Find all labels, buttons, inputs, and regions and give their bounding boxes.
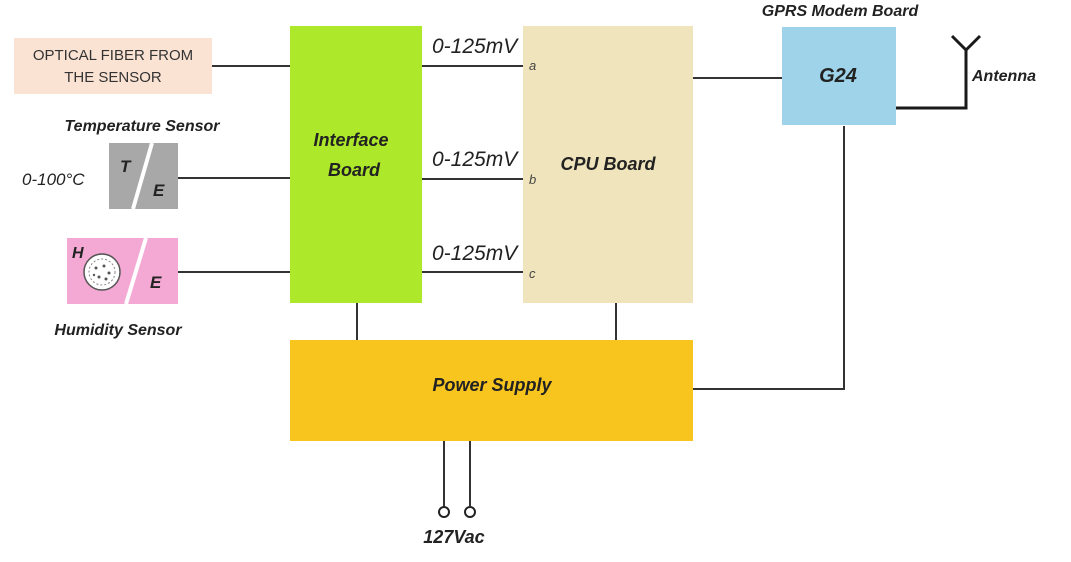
cpu-board: a b c CPU Board — [523, 26, 693, 303]
signal-b-voltage: 0-125mV — [432, 148, 519, 171]
humidity-sensor-divider — [124, 237, 148, 305]
cpu-port-b: b — [529, 172, 536, 187]
interface-board-label-line1: Interface — [313, 130, 388, 150]
gprs-modem: GPRS Modem Board G24 — [762, 3, 920, 125]
antenna-wire — [896, 50, 968, 110]
mains-terminal-left-icon — [438, 506, 450, 518]
interface-board-box — [290, 26, 422, 303]
temperature-t-label: T — [120, 157, 132, 176]
gprs-modem-title: GPRS Modem Board — [762, 3, 920, 20]
mains-terminal-right-icon — [464, 506, 476, 518]
temperature-range-label: 0-100°C — [22, 170, 85, 189]
gprs-modem-label: G24 — [819, 65, 857, 87]
optical-fiber-box — [14, 38, 212, 94]
gprs-modem-box — [782, 27, 896, 125]
optical-fiber-label-line1: OPTICAL FIBER FROM — [33, 47, 193, 64]
signal-labels: 0-125mV 0-125mV 0-125mV — [432, 35, 519, 265]
antenna-icon — [950, 34, 982, 52]
mains-voltage-label: 127Vac — [423, 527, 484, 547]
cpu-board-box — [523, 26, 693, 303]
interface-board: Interface Board — [290, 26, 422, 303]
temperature-e-label: E — [153, 181, 165, 200]
humidity-e-label: E — [150, 273, 162, 292]
wires — [178, 50, 968, 506]
cpu-board-label: CPU Board — [560, 154, 656, 174]
optical-fiber-block: OPTICAL FIBER FROM THE SENSOR — [14, 38, 212, 94]
signal-a-voltage: 0-125mV — [432, 35, 519, 58]
interface-board-label-line2: Board — [328, 160, 381, 180]
temperature-sensor-title: Temperature Sensor — [64, 118, 220, 135]
optical-fiber-label-line2: THE SENSOR — [64, 69, 162, 86]
cpu-port-c: c — [529, 266, 536, 281]
temperature-sensor: Temperature Sensor 0-100°C T E — [22, 118, 220, 210]
mains-input: 127Vac — [423, 506, 485, 547]
power-supply-box — [290, 340, 693, 441]
cpu-port-a: a — [529, 58, 536, 73]
humidity-sensing-element-icon — [83, 253, 121, 291]
power-supply-label: Power Supply — [432, 375, 552, 395]
antenna: Antenna — [950, 34, 1036, 85]
modem-to-power-wire — [692, 126, 845, 390]
humidity-sensor: H E Humidity Sensor — [54, 237, 182, 339]
humidity-sensor-title: Humidity Sensor — [54, 322, 182, 339]
humidity-h-label: H — [72, 245, 84, 262]
temperature-sensor-divider — [131, 142, 154, 210]
power-supply: Power Supply — [290, 340, 693, 441]
antenna-label: Antenna — [971, 68, 1036, 85]
signal-c-voltage: 0-125mV — [432, 242, 519, 265]
